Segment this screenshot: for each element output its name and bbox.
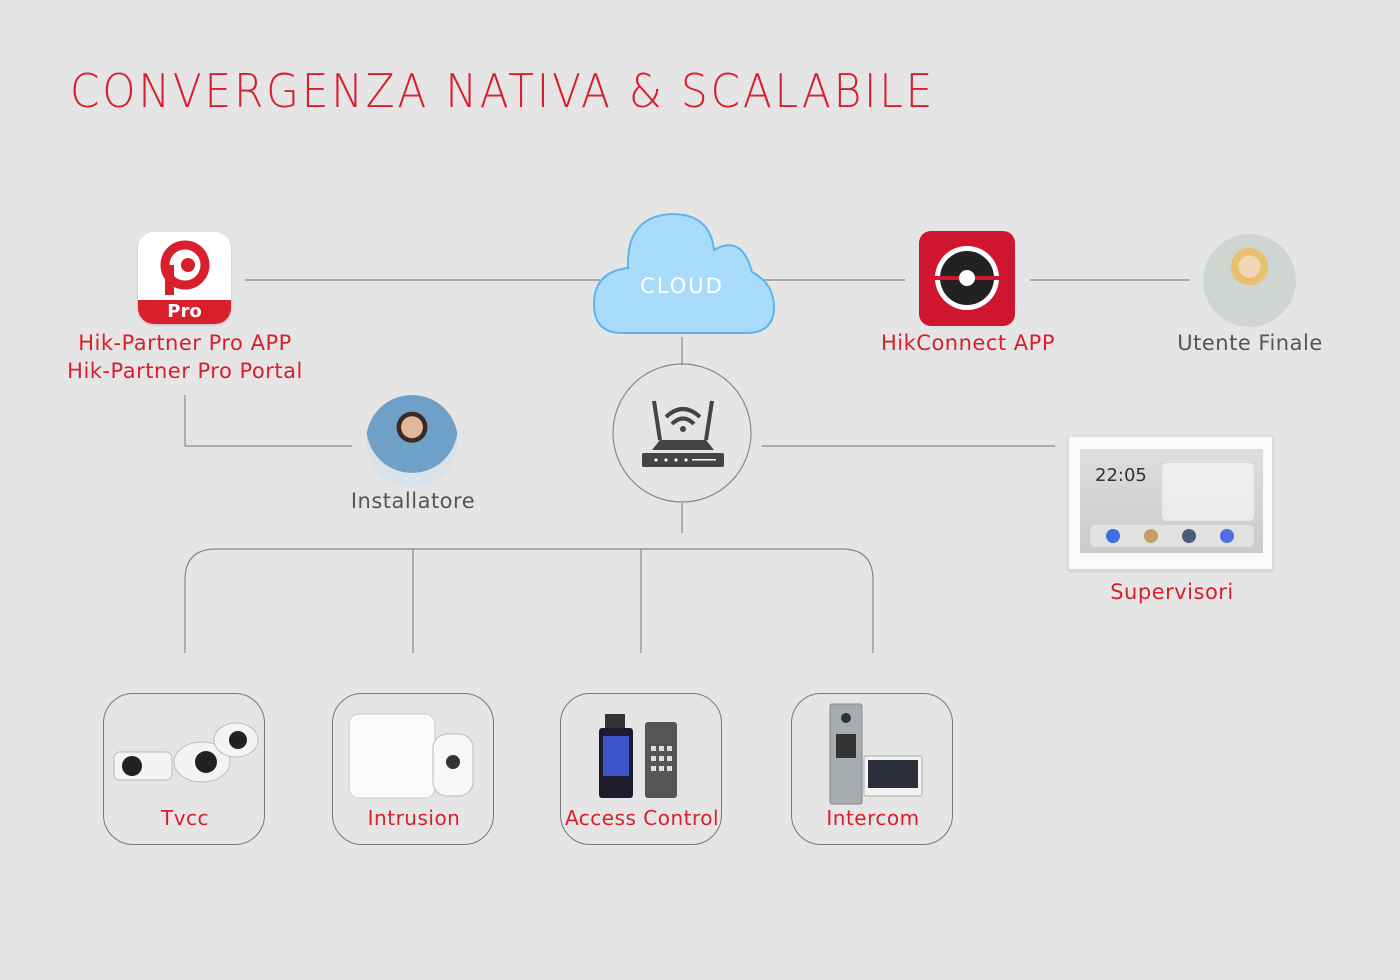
cloud-label: CLOUD: [640, 274, 724, 298]
cloud-icon: [592, 212, 776, 334]
router-circle: [612, 363, 752, 503]
device-intrusion[interactable]: Intrusion: [332, 693, 494, 845]
hikconnect-app-icon[interactable]: [919, 231, 1015, 326]
device-label: Intercom: [826, 806, 920, 830]
alarm-hub-icon: [348, 713, 474, 799]
end-user-label: Utente Finale: [1177, 331, 1323, 355]
cctv-camera-icon: [113, 722, 259, 783]
page-title: CONVERGENZA NATIVA & SCALABILE: [70, 64, 936, 118]
installer-label: Installatore: [350, 489, 476, 513]
device-tvcc[interactable]: Tvcc: [103, 693, 265, 845]
hikconnect-logo-icon: [933, 246, 1001, 310]
partner-logo-icon: [160, 240, 210, 295]
supervisor-label: Supervisori: [1110, 580, 1234, 604]
pro-badge: Pro: [138, 300, 231, 324]
hikconnect-label: HikConnect APP: [881, 331, 1055, 355]
device-intercom[interactable]: Intercom: [791, 693, 953, 845]
access-terminal-icon: [599, 714, 677, 798]
device-label: Access Control: [564, 806, 720, 830]
intercom-icon: [829, 703, 923, 805]
device-access-control[interactable]: Access Control: [560, 693, 722, 845]
wifi-router-icon: [642, 400, 724, 467]
end-user-avatar: [1203, 234, 1296, 327]
monitor-clock: 22:05: [1095, 465, 1147, 486]
hik-partner-portal-label: Hik-Partner Pro Portal: [67, 359, 303, 383]
device-label: Tvcc: [160, 806, 210, 830]
supervisor-monitor: 22:05: [1068, 436, 1273, 570]
device-label: Intrusion: [367, 806, 461, 830]
hik-partner-app-label: Hik-Partner Pro APP: [78, 331, 292, 355]
hik-partner-pro-app-icon[interactable]: Pro: [138, 232, 231, 324]
installer-avatar: [366, 395, 458, 487]
